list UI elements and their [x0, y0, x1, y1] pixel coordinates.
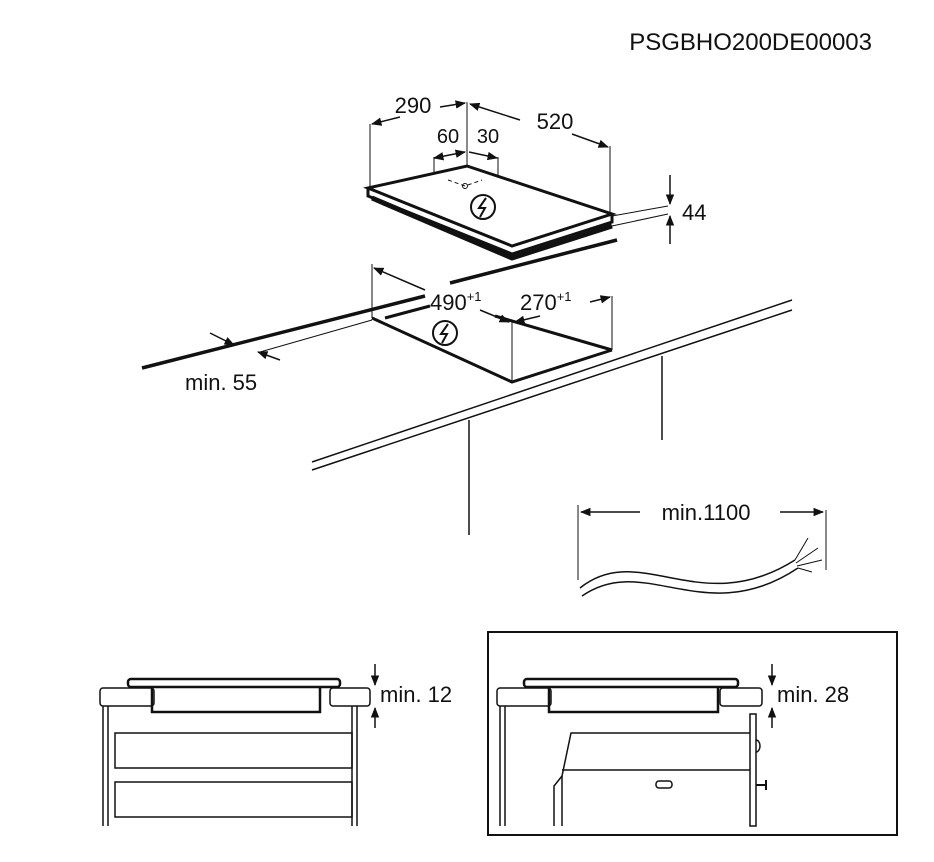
cutout-depth-label: 490+1 — [430, 289, 482, 315]
hob-depth-label: 520 — [537, 109, 574, 134]
hob-drawing: 290 520 60 30 44 — [362, 93, 706, 261]
drawer-gap-label: min. 12 — [380, 682, 452, 707]
oven-gap-label: min. 28 — [777, 682, 849, 707]
section-drawer-drawing: min. 12 — [99, 664, 452, 826]
countertop-cutout-drawing: 490+1 270+1 min. 55 — [141, 238, 793, 535]
hob-offset-right-label: 30 — [477, 126, 499, 148]
cable-length-label: min.1100 — [662, 500, 751, 525]
edge-distance-label: min. 55 — [185, 370, 257, 395]
cable-drawing: min.1100 — [577, 500, 827, 597]
hob-side — [366, 188, 614, 256]
drawer — [114, 781, 353, 818]
hob-offset-left-label: 60 — [437, 126, 459, 148]
oven — [553, 732, 750, 826]
section-oven-drawing: min. 28 — [487, 631, 898, 836]
hob-width-label: 290 — [395, 93, 432, 118]
drawer — [114, 732, 353, 769]
hob-base — [371, 195, 613, 261]
lightning-icon — [470, 194, 496, 220]
document-code: PSGBHO200DE00003 — [629, 29, 872, 56]
lightning-icon — [432, 320, 458, 346]
cutout-width-label: 270+1 — [520, 289, 572, 315]
hob-height-label: 44 — [682, 200, 706, 225]
